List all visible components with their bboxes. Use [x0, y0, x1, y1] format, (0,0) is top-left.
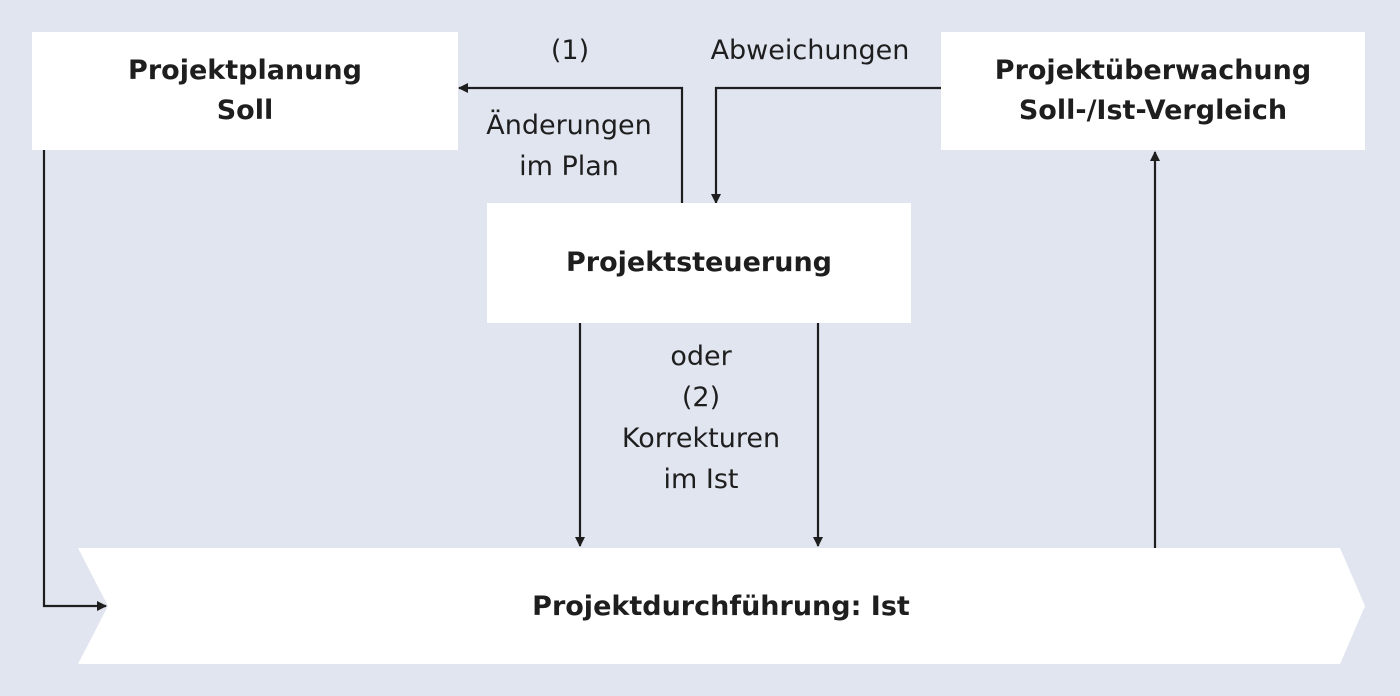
edge-label-corrections-line4: im Ist [663, 464, 739, 495]
node-project-control: Projektsteuerung [487, 203, 911, 323]
edge-label-corrections-line1: oder [670, 341, 732, 372]
node-project-monitoring-subtitle: Soll-/Ist-Vergleich [1018, 95, 1288, 126]
node-project-planning-subtitle: Soll [216, 95, 274, 126]
edge-monitoring-to-control [711, 86, 941, 204]
execution-arrow-shape [78, 548, 1365, 664]
edge-control-to-planning [458, 83, 684, 203]
edge-planning-to-execution [42, 150, 107, 611]
node-project-execution: Projektdurchführung: Ist [78, 548, 1364, 664]
edge-label-plan-changes-line2: im Plan [519, 151, 619, 182]
node-project-planning-title: Projektplanung [128, 55, 362, 86]
edge-label-plan-changes: Änderungen im Plan [466, 105, 672, 187]
node-project-control-title: Projektsteuerung [566, 247, 832, 278]
node-project-monitoring-title: Projektüberwachung [994, 55, 1312, 86]
edge-label-corrections: oder (2) Korrekturen im Ist [596, 336, 806, 500]
node-project-execution-title: Projektdurchführung: Ist [532, 590, 910, 622]
node-project-planning: Projektplanung Soll [32, 32, 458, 150]
edge-label-corrections-line3: Korrekturen [621, 423, 781, 454]
edge-label-option-one: (1) [550, 35, 590, 66]
edge-label-corrections-line2: (2) [681, 382, 721, 413]
edge-label-plan-changes-line1: Änderungen [486, 110, 652, 141]
edge-label-deviations: Abweichungen [710, 35, 910, 66]
node-project-monitoring: Projektüberwachung Soll-/Ist-Vergleich [941, 32, 1365, 150]
